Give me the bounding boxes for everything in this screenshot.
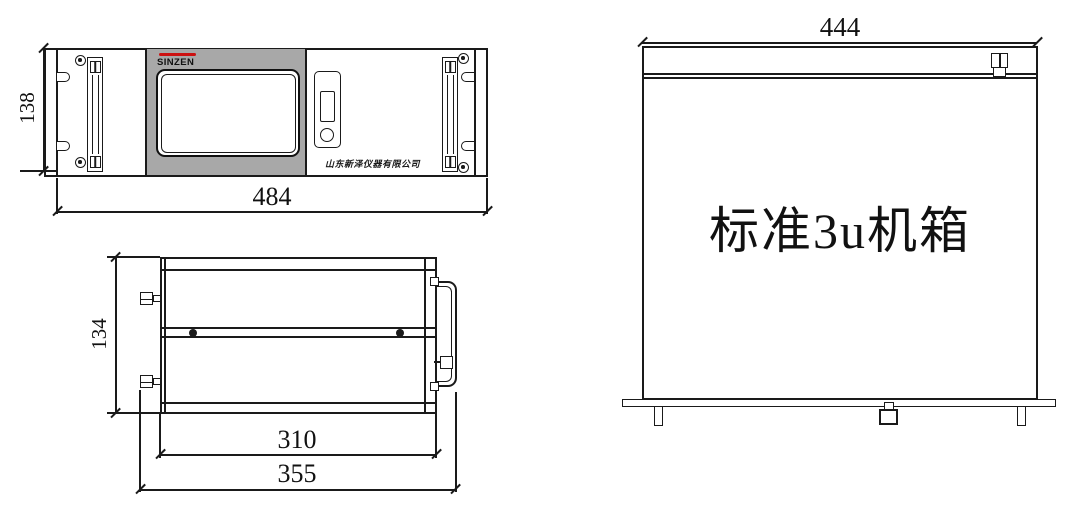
handle-cap xyxy=(444,156,456,168)
company-name: 山东新泽仪器有限公司 xyxy=(325,159,421,169)
bottom-fitting xyxy=(879,409,898,425)
screw-icon xyxy=(75,157,86,168)
dimension-value: 134 xyxy=(87,318,111,350)
dimension-line xyxy=(642,42,1037,44)
handle-outer-contour xyxy=(437,281,457,387)
dimension-line xyxy=(115,257,117,413)
screw-icon xyxy=(75,55,86,66)
handle-cap xyxy=(89,156,101,168)
cover-seam-line xyxy=(162,269,435,271)
extension-line xyxy=(486,178,488,214)
dimension-line xyxy=(43,48,45,171)
lid-seam-line xyxy=(644,73,1036,75)
dimension-value: 484 xyxy=(252,182,292,211)
power-button xyxy=(320,128,334,142)
handle-cap xyxy=(89,61,101,73)
logo-red-swoosh-icon xyxy=(159,53,196,56)
screw-icon xyxy=(458,162,469,173)
touch-screen xyxy=(156,69,300,157)
extension-line xyxy=(56,178,58,214)
connector-stub-line xyxy=(434,361,441,363)
dimension-line xyxy=(160,454,437,456)
cover-seam-line xyxy=(162,336,435,338)
rivet-dot xyxy=(189,329,197,337)
fitting-nut xyxy=(993,67,1006,77)
front-panel-handle-left xyxy=(87,57,103,172)
foot-pin xyxy=(1017,406,1026,426)
extension-line xyxy=(159,414,161,458)
dimension-value: 138 xyxy=(15,92,39,124)
port-plate xyxy=(314,71,341,148)
touch-screen-inner-bezel xyxy=(160,73,296,153)
handle-grip xyxy=(446,75,454,154)
foot-pin xyxy=(654,406,663,426)
screw-icon xyxy=(458,53,469,64)
rack-ear-slot xyxy=(461,141,475,151)
fitting-nut xyxy=(140,375,153,388)
brand-logo: SINZEN xyxy=(157,57,195,68)
fitting-nut xyxy=(140,292,153,305)
lid-seam-line xyxy=(644,77,1036,79)
handle-cap xyxy=(444,61,456,73)
cover-seam-line xyxy=(162,402,435,404)
extension-line xyxy=(139,390,141,492)
front-panel-handle-right xyxy=(442,57,458,172)
chassis-body-outline xyxy=(160,257,437,414)
side-outline xyxy=(642,46,1038,400)
rack-ear-slot xyxy=(56,141,70,151)
extension-line xyxy=(455,392,457,492)
handle-inner-contour xyxy=(437,286,452,382)
dimension-value: 355 xyxy=(277,459,317,488)
dimension-line xyxy=(140,489,456,491)
right-wall-line xyxy=(424,258,426,412)
rack-ear-slot xyxy=(461,72,475,82)
handle-mount xyxy=(430,382,439,391)
fitting-divider-line xyxy=(999,54,1001,67)
right-ear-fold-line xyxy=(474,49,476,175)
chassis-type-label: 标准3u机箱 xyxy=(709,203,971,259)
dimension-line xyxy=(57,211,487,213)
rack-ear-slot xyxy=(56,72,70,82)
dimension-value: 444 xyxy=(819,12,861,42)
extension-line xyxy=(107,412,160,414)
extension-line xyxy=(107,256,160,258)
handle-grip xyxy=(91,75,99,154)
rear-connector xyxy=(440,356,453,369)
usb-port xyxy=(319,91,335,122)
dimension-value: 310 xyxy=(277,425,317,454)
left-ear-fold-line xyxy=(56,49,58,175)
rivet-dot xyxy=(396,329,404,337)
fitting-stem xyxy=(153,378,161,385)
left-wall-line xyxy=(164,258,166,412)
base-plate xyxy=(622,399,1056,407)
extension-line xyxy=(20,170,58,172)
fitting-stem xyxy=(153,295,161,302)
handle-mount xyxy=(430,277,439,286)
cover-seam-line xyxy=(162,327,435,329)
extension-line xyxy=(435,414,437,458)
